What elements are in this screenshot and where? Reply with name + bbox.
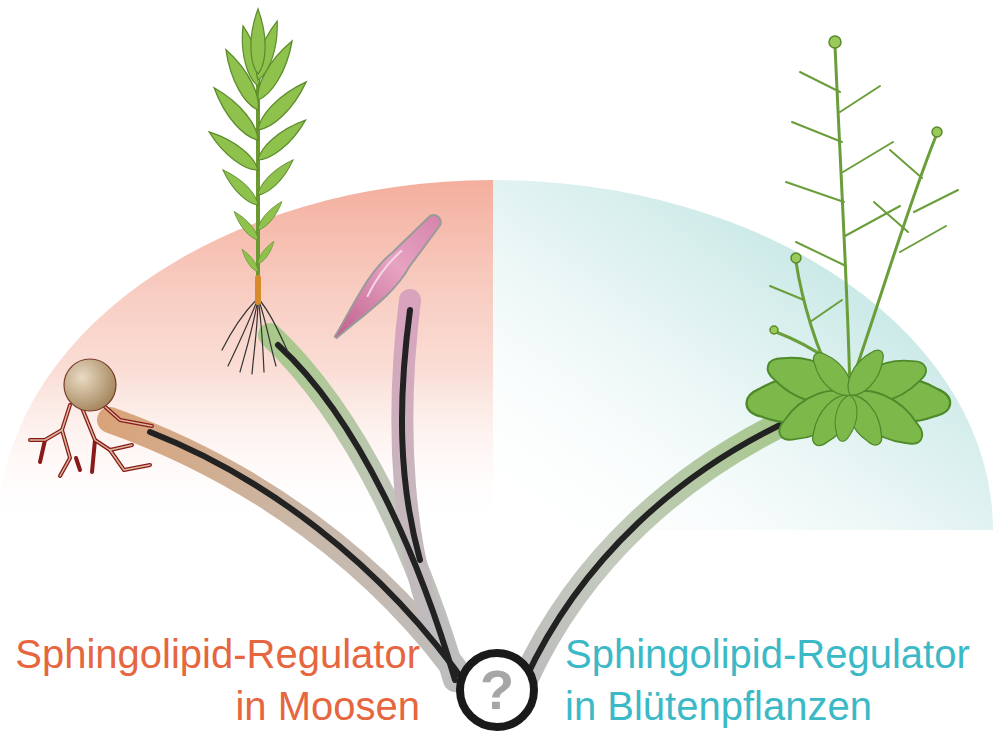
silique (845, 206, 900, 236)
moss-leaf (254, 156, 297, 199)
question-circle: ? (455, 648, 539, 732)
filament (60, 430, 70, 476)
rhizoid (258, 298, 288, 352)
rhizoid (258, 298, 276, 366)
rosette-leaf (840, 344, 890, 402)
inflorescence (776, 46, 936, 392)
rhizoids (222, 298, 288, 374)
flower-bud (829, 36, 841, 48)
filament (76, 458, 80, 470)
rosette (745, 344, 953, 455)
flower-bud (770, 326, 778, 334)
protonema-drawing (30, 359, 152, 476)
plant-stem (835, 46, 850, 392)
filament (110, 450, 150, 470)
flower-bud (932, 127, 942, 137)
filament-highlight (110, 450, 150, 470)
branch-line (402, 310, 420, 560)
moss-leaf (231, 209, 261, 243)
moss-leaf (219, 166, 262, 209)
silique (840, 86, 880, 112)
filament-highlight (60, 430, 70, 476)
silique (770, 286, 804, 300)
silique (800, 72, 840, 92)
silique (843, 142, 893, 172)
arabidopsis-drawing (745, 36, 958, 455)
rosette-leaf (832, 393, 861, 443)
flowering-plant-fan (493, 180, 993, 530)
phylogeny-branches (110, 300, 800, 690)
group-label: Sphingolipid-Regulator in Moosen (0, 628, 420, 732)
moss-leaf (251, 9, 265, 74)
moss-leaf (255, 199, 285, 233)
protonema-filaments (30, 404, 152, 476)
filament (40, 440, 45, 462)
rhizoid (222, 298, 258, 350)
spore (64, 359, 116, 411)
silique (796, 242, 846, 266)
sporophyte-capsule (326, 209, 446, 345)
silique (874, 202, 908, 232)
rosette-leaf (804, 387, 861, 452)
filament (82, 408, 132, 450)
flower-bud (791, 253, 801, 263)
moss-base (255, 278, 261, 302)
silique (786, 182, 844, 202)
filament-highlight (82, 408, 132, 450)
filament (92, 440, 95, 472)
filament-highlights (30, 404, 152, 476)
filament-highlight (102, 404, 152, 426)
flower-buds (770, 36, 942, 334)
group-label: Sphingolipid-Regulator in Blütenpflanzen (565, 628, 997, 732)
siliques (770, 72, 958, 322)
moss-leaf (240, 247, 261, 273)
branch-band (402, 300, 445, 650)
moss-drawing (205, 9, 312, 374)
question-mark: ? (480, 662, 514, 718)
circle-shape (460, 653, 534, 727)
sporophyte-drawing (326, 209, 446, 345)
plant-stem (855, 136, 936, 372)
silique (890, 150, 922, 178)
silique (810, 300, 842, 322)
branch-line (278, 345, 455, 680)
moss-leaf (256, 239, 277, 265)
filament (102, 404, 152, 426)
silique (914, 190, 958, 212)
rhizoid (252, 298, 258, 374)
silique (792, 122, 842, 142)
capsule-highlight (364, 249, 405, 296)
